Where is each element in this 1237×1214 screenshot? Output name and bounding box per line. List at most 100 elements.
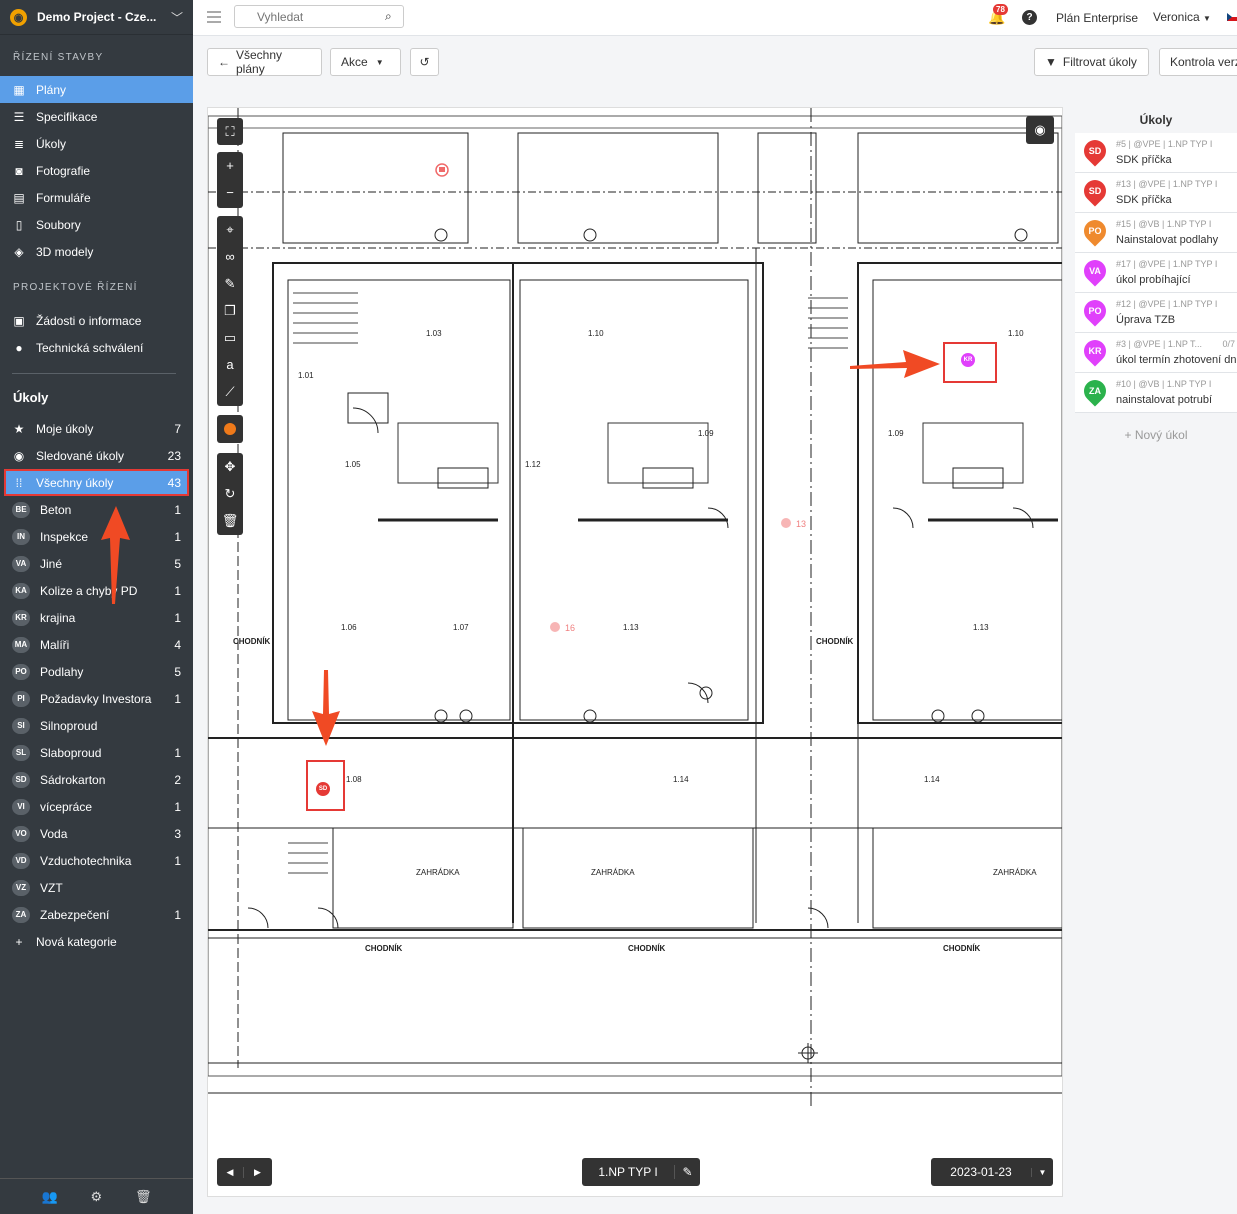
zoom-in-icon[interactable]: + [226,158,234,173]
edit-icon[interactable]: ✎ [674,1165,700,1179]
all-plans-button[interactable]: ←Všechny plány [207,48,322,76]
drawing-tools: ⌖ ∞ ✎ ❐ ▭ a ⟋ [217,216,243,406]
sidebar-item-files[interactable]: ▯Soubory [0,211,193,238]
eye-icon: ◉ [13,448,25,463]
trash-icon[interactable]: 🗑 [135,1188,152,1204]
menu-icon[interactable] [207,11,221,26]
task-pin-kr[interactable]: KR [961,353,975,367]
search-icon[interactable]: ⌕ [385,9,392,23]
new-task-button[interactable]: + Nový úkol [1124,428,1188,442]
category-badge: PO [12,663,30,680]
new-category-button[interactable]: +Nová kategorie [0,928,193,955]
sidebar-footer: 👥 ⚙ 🗑 [0,1178,193,1214]
search-input[interactable] [234,5,404,28]
chevron-down-icon[interactable]: ﹀ [170,10,183,25]
task-marker[interactable] [550,622,560,632]
svg-text:1.10: 1.10 [1008,329,1024,338]
briefcase-icon[interactable]: ▭ [223,329,237,345]
zoom-out-icon[interactable]: − [226,185,234,200]
user-menu[interactable]: Veronica ▼ [1153,10,1211,24]
move-icon[interactable]: ✥ [224,458,236,474]
actions-dropdown[interactable]: Akce▼ [330,48,401,76]
filter-icon: ▼ [1045,55,1057,69]
history-button[interactable]: ↺ [410,48,439,76]
project-switcher[interactable]: ◉ Demo Project - Cze... ﹀ [0,0,193,35]
sidebar-item-approvals[interactable]: ●Technická schválení [0,334,193,361]
gear-icon[interactable]: ⚙ [90,1188,103,1204]
visibility-toggle[interactable]: ◉ [1026,116,1054,144]
category-count: 5 [174,556,181,571]
color-picker[interactable] [217,415,243,443]
sidebar-item-photos[interactable]: ◙Fotografie [0,157,193,184]
sidebar-item-rfi[interactable]: ▣Žádosti o informace [13,313,142,328]
task-marker-number: 16 [565,623,576,633]
czech-flag-icon[interactable] [1227,13,1237,21]
caret-down-icon[interactable]: ▼ [1031,1167,1053,1177]
task-category-pin-icon: ZA [1079,375,1111,407]
photo-marker[interactable] [435,163,449,177]
next-page-icon[interactable]: ▶ [254,1166,261,1177]
rotate-icon[interactable]: ↻ [224,485,236,501]
ruler-icon[interactable]: ⟋ [225,383,235,399]
task-pin-sd[interactable]: SD [316,782,330,796]
svg-text:ZAHRÁDKA: ZAHRÁDKA [416,868,460,877]
text-icon[interactable]: a [226,357,234,372]
clipboard-icon: ▤ [13,190,25,205]
sidebar-item-specifications[interactable]: ☰Specifikace [13,109,98,124]
sidebar-item-3d-models[interactable]: ◈3D modely [0,238,193,265]
version-date-selector[interactable]: 2023-01-23 ▼ [931,1158,1053,1186]
trash-icon[interactable]: 🗑 [221,512,239,528]
filter-tasks-button[interactable]: ▼Filtrovat úkoly [1034,48,1149,76]
users-icon[interactable]: 👥 [41,1188,58,1204]
task-marker[interactable] [781,518,791,528]
task-meta: #13 | @VPE | 1.NP TYP I [1116,179,1218,189]
svg-text:1.14: 1.14 [673,775,689,784]
svg-text:1.13: 1.13 [623,623,639,632]
help-icon[interactable]: ? [1022,10,1037,25]
shapes-icon[interactable]: ❐ [224,302,236,318]
fullscreen-button[interactable]: ⛶ [217,118,243,145]
task-item[interactable]: KR#3 | @VPE | 1.NP T...úkol termín zhoto… [1075,333,1237,373]
plus-icon: + [15,934,23,949]
category-badge: SL [12,744,30,761]
sidebar-item-tasks[interactable]: ≣Úkoly [13,136,67,151]
link-icon[interactable]: ∞ [225,249,235,264]
plan-link[interactable]: Plán Enterprise [1056,11,1139,25]
sidebar-item-plans[interactable]: ▦Plány [0,76,193,103]
pin-icon[interactable]: ⌖ [226,221,234,237]
svg-text:1.06: 1.06 [341,623,357,632]
pencil-icon[interactable]: ✎ [224,275,236,291]
prev-page-icon[interactable]: ◀ [217,1166,244,1178]
sidebar-item-forms[interactable]: ▤Formuláře [13,190,91,205]
version-check-button[interactable]: Kontrola verz [1159,48,1237,76]
list-icon: ☰ [13,109,25,124]
sheet-selector[interactable]: 1.NP TYP I ✎ [582,1158,700,1186]
